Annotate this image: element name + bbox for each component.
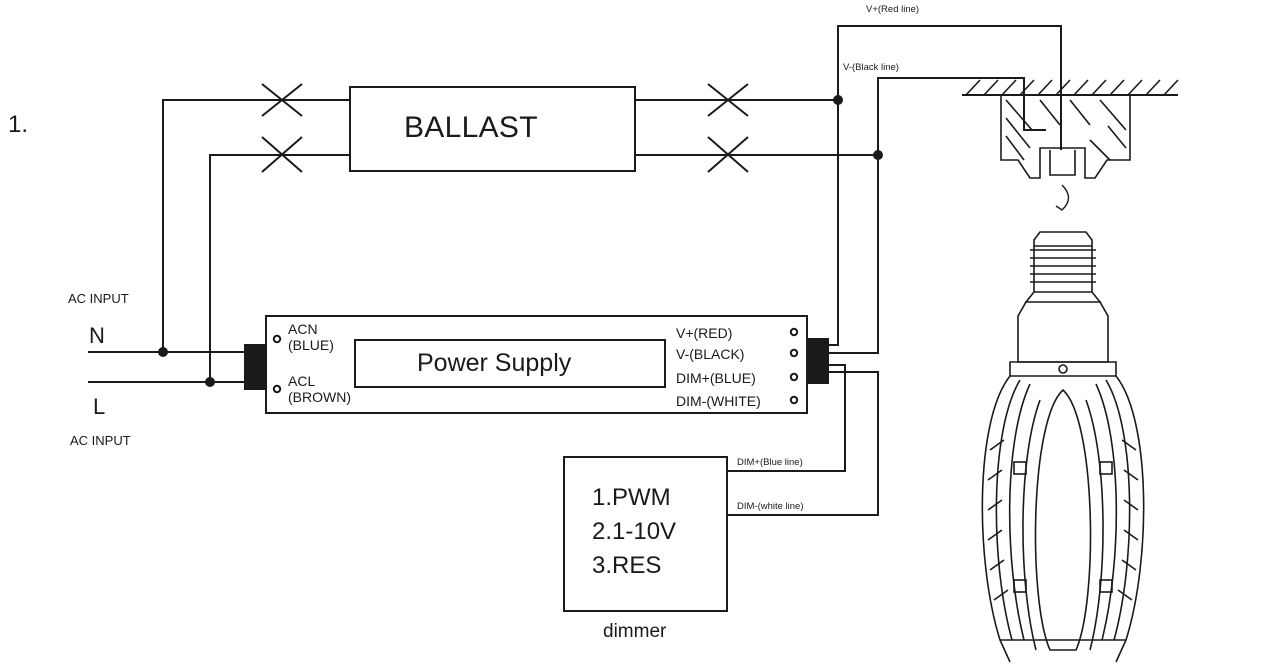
led-corn-lamp <box>981 231 1145 663</box>
n-label: N <box>89 323 105 348</box>
vplus-terminal-label: V+(RED) <box>676 325 733 341</box>
dimminus-terminal-label: DIM-(WHITE) <box>676 393 761 409</box>
acn-line1: ACN <box>288 321 318 337</box>
input-connector <box>244 344 266 390</box>
junction-dots <box>158 95 883 387</box>
acn-line2: (BLUE) <box>288 337 334 353</box>
vminus-terminal-label: V-(BLACK) <box>676 346 745 362</box>
wire-l-to-ballast <box>209 154 350 382</box>
step-number: 1. <box>8 111 29 138</box>
power-supply-title: Power Supply <box>417 349 572 377</box>
ac-input-top-label: AC INPUT <box>68 291 129 306</box>
power-supply-label-box <box>354 339 666 388</box>
dimminus-wire-label: DIM-(white line) <box>737 501 804 512</box>
dimmer-caption: dimmer <box>603 621 667 642</box>
ceiling-socket <box>962 79 1179 211</box>
ballast-box <box>349 86 636 172</box>
dimmer-mode-1: 1.PWM <box>592 484 671 511</box>
acn-label: ACN (BLUE) <box>288 321 334 353</box>
dimplus-terminal-label: DIM+(BLUE) <box>676 370 756 386</box>
dimplus-wire-label: DIM+(Blue line) <box>737 457 803 468</box>
wire-dim-minus <box>727 371 879 516</box>
wire-v-plus <box>829 25 1062 346</box>
acl-line2: (BROWN) <box>288 389 351 405</box>
output-connector <box>807 338 829 384</box>
wire-dim-plus <box>727 364 846 472</box>
dimmer-box <box>563 456 728 612</box>
vplus-wire-label: V+(Red line) <box>866 4 920 15</box>
ac-input-bottom-label: AC INPUT <box>70 433 131 448</box>
acl-line1: ACL <box>288 373 316 389</box>
dimmer-modes: 1.PWM 2.1-10V 3.RES <box>592 481 676 583</box>
cut-marks <box>261 83 749 173</box>
l-label: L <box>93 394 106 419</box>
acl-label: ACL (BROWN) <box>288 373 351 405</box>
dimmer-mode-2: 2.1-10V <box>592 518 677 545</box>
dimmer-mode-3: 3.RES <box>592 552 662 579</box>
wire-n-to-ballast <box>162 99 350 352</box>
wire-v-minus <box>829 77 1046 354</box>
vminus-wire-label: V-(Black line) <box>843 62 899 73</box>
ballast-label: BALLAST <box>404 111 538 144</box>
